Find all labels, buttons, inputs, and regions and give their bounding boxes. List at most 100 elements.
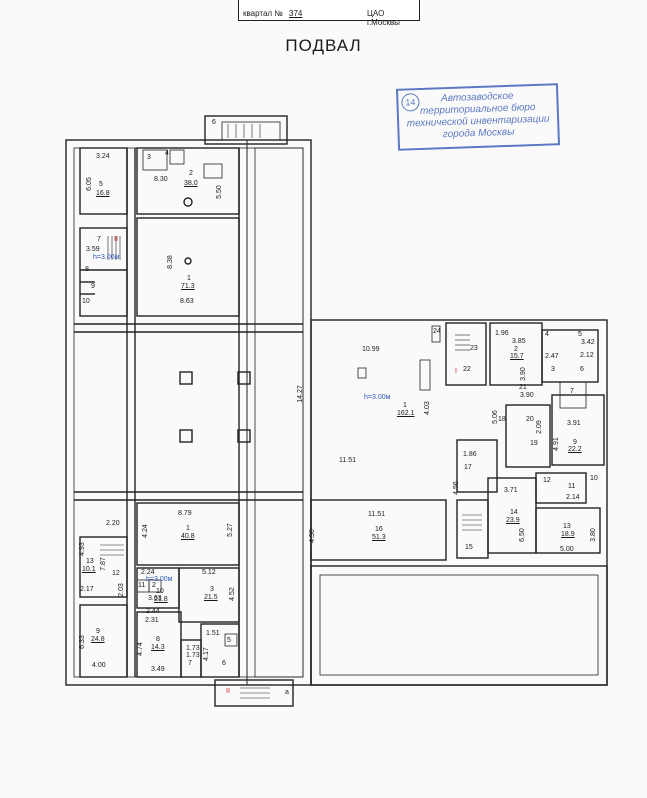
label-dim: 4.52 (228, 587, 236, 601)
stair-hatching (100, 124, 482, 699)
label-room-num: 2 (514, 346, 518, 353)
label-dim: 3.49 (151, 666, 165, 673)
label-dim: 1.73 (186, 652, 200, 659)
label-room-num: 18 (498, 416, 506, 423)
room-17-outline (456, 439, 498, 493)
label-area: 14.3 (151, 644, 165, 651)
label-dim: 2.14 (566, 494, 580, 501)
label-dim: 4.50 (308, 529, 316, 543)
label-dim: 4.24 (141, 524, 149, 538)
label-area: 71.3 (181, 283, 195, 290)
room-9-outline (79, 604, 128, 678)
label-room-num: 4 (545, 331, 549, 338)
label-dim: 3.91 (567, 420, 581, 427)
label-dim: 1.96 (495, 330, 509, 337)
label-room-num: 5 (578, 331, 582, 338)
label-area: 40.8 (181, 533, 195, 540)
label-room-num: 6 (222, 660, 226, 667)
central-corridor (246, 139, 312, 686)
stair-15 (456, 499, 489, 559)
label-area: 38.0 (184, 180, 198, 187)
top-extension-stair (221, 121, 281, 141)
label-room-num: 11 (138, 582, 146, 589)
label-room-num: 3 (210, 586, 214, 593)
label-room-num: 16 (375, 526, 383, 533)
label-area: 10.1 (82, 566, 96, 573)
label-dim: 11.51 (368, 511, 385, 518)
label-area: 16.8 (96, 190, 110, 197)
label-section: II (226, 688, 230, 695)
room-13-right-outline (535, 507, 601, 554)
label-dim: 2.31 (145, 617, 159, 624)
label-room-num: 12 (543, 477, 551, 484)
label-room-num: 19 (530, 440, 538, 447)
label-dim: 1.86 (463, 451, 477, 458)
label-area: 21.8 (154, 596, 168, 603)
label-room-num: 15 (465, 544, 473, 551)
label-area: 24.8 (91, 636, 105, 643)
label-room-num: 3 (551, 366, 555, 373)
label-room-num: 9 (573, 439, 577, 446)
label-room-num: 2 (189, 170, 193, 177)
label-dim: 2.47 (545, 353, 559, 360)
label-room-num: 21 (519, 384, 527, 391)
label-room-num: 7 (570, 388, 574, 395)
label-dim: 4.00 (92, 662, 106, 669)
label-dim: 3.85 (512, 338, 526, 345)
label-dim: 6.05 (85, 177, 93, 191)
label-dim: 4.56 (452, 481, 460, 495)
label-dim: 3.80 (589, 528, 597, 542)
label-dim: 3.90 (519, 367, 527, 381)
label-room-num: 24 (433, 328, 441, 335)
room-3-outline (178, 567, 240, 623)
label-room-num: 6 (580, 366, 584, 373)
label-dim: 3.42 (581, 339, 595, 346)
label-dim: 3.59 (86, 246, 100, 253)
label-dim: 5.50 (215, 185, 223, 199)
label-room-num: 5 (227, 637, 231, 644)
top-extension (204, 115, 288, 145)
room-9-right-outline (551, 394, 605, 466)
label-room-num: 10 (82, 298, 90, 305)
label-room-num: 12 (112, 570, 120, 577)
label-area: 15.7 (510, 353, 524, 360)
label-room-num: 13 (86, 558, 94, 565)
label-dim: 2.09 (535, 420, 543, 434)
label-room-num: 23 (470, 345, 478, 352)
label-area: 21.5 (204, 594, 218, 601)
quarter-number: 374 (289, 9, 303, 18)
label-room-num: 9 (96, 628, 100, 635)
label-dim: 4.91 (552, 437, 560, 451)
label-dim: 4.03 (423, 401, 431, 415)
document-header: квартал № 374 ЦАО г.Москвы (238, 0, 420, 27)
rooms-18-20-outline (505, 404, 551, 468)
label-room-num: 5 (99, 181, 103, 188)
room-13-outline (79, 536, 128, 598)
label-dim: 3.24 (96, 153, 110, 160)
label-dim: 10.99 (362, 346, 380, 353)
label-room-num: 1 (187, 275, 191, 282)
label-dim: 6.50 (518, 528, 526, 542)
label-room-num: 8 (85, 266, 89, 273)
label-room-num: 17 (464, 464, 472, 471)
room-16-outline (310, 499, 447, 561)
label-dim: 2.44 (146, 608, 160, 615)
label-room-letter: а (285, 689, 289, 696)
label-dim: 2.12 (580, 352, 594, 359)
label-dim: 2.17 (80, 586, 94, 593)
label-room-num: 2 (152, 582, 156, 589)
room-1-bottom-outline (136, 502, 240, 566)
label-room-num: 13 (563, 523, 571, 530)
label-dim: 2.03 (117, 583, 125, 597)
label-room-num: 20 (526, 416, 534, 423)
label-room-num: 4 (165, 150, 169, 157)
label-area: 18.9 (561, 531, 575, 538)
label-room-6-top: 6 (212, 119, 216, 126)
stair-23 (445, 322, 487, 386)
quarter-label: квартал № (243, 9, 283, 18)
label-area: 162.1 (397, 410, 415, 417)
label-dim: 4.74 (136, 642, 144, 656)
bottom-entrance (214, 679, 294, 707)
label-dim: 8.79 (178, 510, 192, 517)
